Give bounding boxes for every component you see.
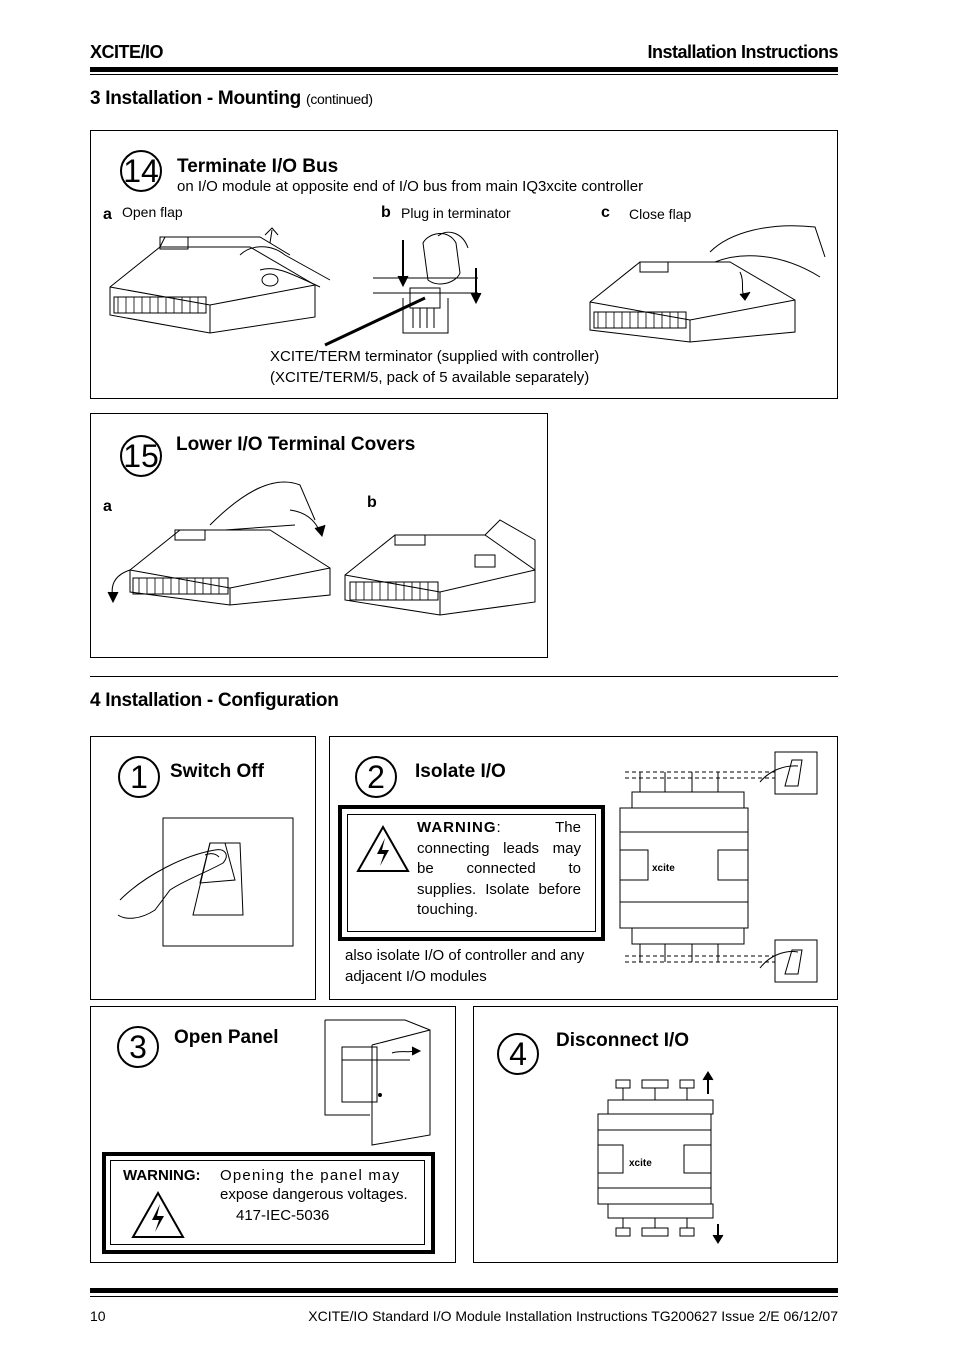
step-2-panel (329, 736, 838, 1000)
step-3-warning-label: WARNING: (123, 1167, 201, 1184)
light-switch-illustration (117, 817, 294, 947)
footer-rule (90, 1288, 838, 1293)
isolate-module-logo: xcite (652, 863, 675, 874)
step-15b-letter: b (367, 494, 377, 511)
step-4-number: 4 (497, 1033, 539, 1075)
terminator-pointer-line (324, 296, 426, 347)
disconnect-io-module-illustration: xcite (597, 1071, 724, 1244)
step-4-panel (473, 1006, 838, 1263)
step-3-warning-line1: Opening the panel may (220, 1167, 401, 1184)
step-14a-label: Open flap (122, 204, 183, 220)
step-15b-illustration (344, 519, 536, 616)
open-panel-illustration (324, 1019, 431, 1146)
terminator-note-line2: (XCITE/TERM/5, pack of 5 available separ… (270, 369, 590, 386)
step-3-title: Open Panel (174, 1027, 279, 1048)
section-3-heading: 3 Installation - Mounting (continued) (90, 88, 373, 110)
footer-rule-thin (90, 1296, 838, 1297)
step-14a-illustration (109, 227, 331, 334)
step-14-title: Terminate I/O Bus (177, 156, 339, 177)
step-14b-illustration (373, 231, 482, 334)
step-2-warning-box (338, 805, 605, 941)
doc-section-title: Installation Instructions (647, 42, 838, 62)
page-number: 10 (90, 1308, 106, 1324)
section-4-rule (90, 676, 838, 677)
step-3-number: 3 (117, 1026, 159, 1068)
step-15a-letter: a (103, 498, 112, 515)
step-14a-letter: a (103, 206, 112, 223)
step-15a-illustration (107, 481, 331, 606)
step-2-warning-body: : The connecting leads may be connected … (417, 819, 581, 918)
header-rule-thin (90, 74, 838, 75)
step-14b-label: Plug in terminator (401, 205, 511, 221)
step-4-title: Disconnect I/O (556, 1030, 690, 1051)
section-3-title: 3 Installation - Mounting (90, 88, 301, 109)
step-2-number: 2 (355, 756, 397, 798)
step-2-warning-inner (347, 814, 596, 932)
step-3-panel (90, 1006, 456, 1263)
step-2-warning-label: WARNING (417, 819, 497, 836)
step-1-title: Switch Off (170, 761, 264, 782)
isolate-io-module-illustration: xcite (619, 751, 818, 983)
step-3-warning-box (102, 1152, 435, 1254)
footer-document-ref: XCITE/IO Standard I/O Module Installatio… (308, 1308, 838, 1324)
step-14b-letter: b (381, 204, 391, 221)
step-2-note: also isolate I/O of controller and any a… (345, 947, 585, 985)
terminator-note-line1: XCITE/TERM terminator (supplied with con… (270, 348, 600, 365)
step-14c-illustration (589, 225, 826, 343)
step-15-panel (90, 413, 548, 658)
step-14-subtitle: on I/O module at opposite end of I/O bus… (177, 178, 644, 195)
step-14-number: 14 (120, 150, 162, 192)
step-14c-letter: c (601, 204, 610, 221)
step-1-number: 1 (118, 756, 160, 798)
header-rule (90, 67, 838, 72)
doc-title: XCITE/IO (90, 42, 164, 62)
step-3-warning-inner (110, 1160, 425, 1245)
step-14c-label: Close flap (629, 206, 692, 222)
step-3-warning-line2: expose dangerous voltages. (220, 1186, 408, 1203)
section-4-title: 4 Installation - Configuration (90, 690, 339, 711)
high-voltage-triangle-icon (131, 1190, 185, 1238)
step-14-panel (90, 130, 838, 399)
step-2-warning-text: WARNING: The connecting leads may be con… (417, 818, 581, 921)
step-2-title: Isolate I/O (415, 761, 506, 782)
section-3-suffix: (continued) (305, 91, 373, 107)
step-15-number: 15 (120, 435, 162, 477)
warning-triangle-icon (356, 824, 410, 872)
step-1-panel (90, 736, 316, 1000)
step-15-title: Lower I/O Terminal Covers (176, 434, 416, 455)
step-3-warning-code: 417-IEC-5036 (236, 1207, 330, 1224)
disconnect-module-logo: xcite (629, 1158, 652, 1169)
